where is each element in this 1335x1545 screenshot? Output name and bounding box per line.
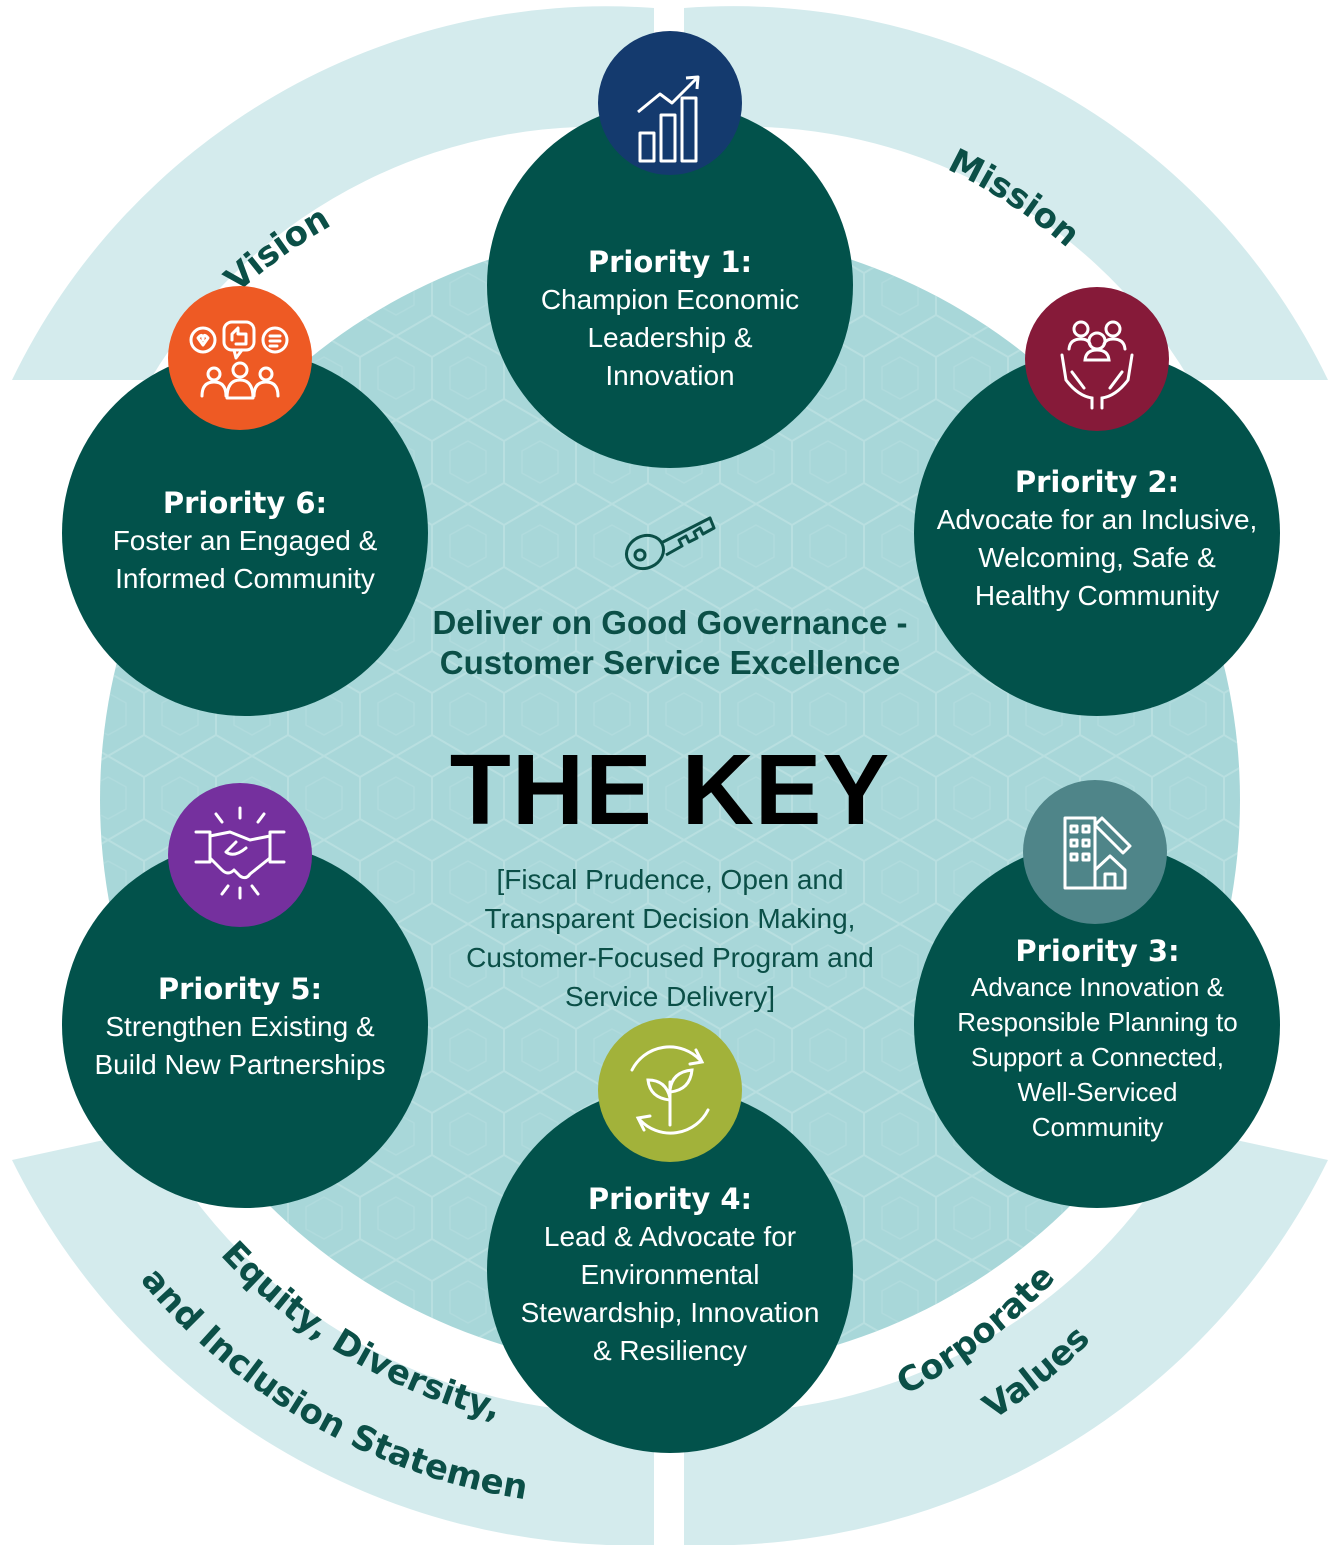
priority-4-text: Priority 4: Lead & Advocate for Environm… xyxy=(515,1180,825,1370)
priority-4-circle xyxy=(487,1087,853,1453)
growth-chart-icon xyxy=(637,75,700,163)
priority-5-circle xyxy=(62,842,428,1208)
priority-6-title: Priority 6: xyxy=(162,486,328,520)
priority-1-title: Priority 1: xyxy=(587,245,753,279)
priority-5-description: Strengthen Existing & Build New Partners… xyxy=(94,1011,386,1080)
priority-2-title: Priority 2: xyxy=(1014,465,1180,499)
ring-segment-values xyxy=(684,1130,1328,1545)
hands-people-icon xyxy=(1060,320,1134,410)
priority-5-icon-badge xyxy=(168,783,312,927)
priority-3-description: Advance Innovation & Responsible Plannin… xyxy=(957,972,1238,1142)
leaf-cycle-icon xyxy=(630,1045,710,1135)
priority-circles xyxy=(62,102,1280,1453)
ring-segment-mission xyxy=(684,6,1328,381)
priority-2-text: Priority 2: Advocate for an Inclusive, W… xyxy=(932,463,1262,615)
priority-6-circle xyxy=(62,350,428,716)
ring-segment-edi xyxy=(12,1130,654,1545)
priority-1-text: Priority 1: Champion Economic Leadership… xyxy=(505,243,835,395)
priority-3-text: Priority 3: Advance Innovation & Respons… xyxy=(950,932,1245,1145)
priority-3-circle xyxy=(914,842,1280,1208)
key-icon xyxy=(625,516,716,571)
buildings-icon xyxy=(1063,816,1132,890)
priority-5-text: Priority 5: Strengthen Existing & Build … xyxy=(90,970,390,1084)
priority-6-description: Foster an Engaged & Informed Community xyxy=(112,525,378,594)
outer-ring xyxy=(12,6,1328,1545)
handshake-icon xyxy=(194,806,286,900)
good-governance-heading: Deliver on Good Governance - Customer Se… xyxy=(432,604,908,681)
priority-2-description: Advocate for an Inclusive, Welcoming, Sa… xyxy=(936,504,1258,611)
priority-3-title: Priority 3: xyxy=(1015,934,1180,968)
priority-6-icon-badge xyxy=(168,286,312,430)
priority-4-title: Priority 4: xyxy=(587,1182,753,1216)
engagement-icon xyxy=(189,320,289,400)
priority-5-title: Priority 5: xyxy=(157,972,323,1006)
ring-segment-vision xyxy=(12,6,654,381)
the-key-subtitle: [Fiscal Prudence, Open and Transparent D… xyxy=(466,864,874,1012)
priority-6-text: Priority 6: Foster an Engaged & Informed… xyxy=(95,484,395,598)
the-key-title: THE KEY xyxy=(449,734,891,846)
priority-1-circle xyxy=(487,102,853,468)
priority-1-description: Champion Economic Leadership & Innovatio… xyxy=(540,284,800,391)
priority-2-circle xyxy=(914,350,1280,716)
priority-4-description: Lead & Advocate for Environmental Stewar… xyxy=(520,1221,820,1366)
